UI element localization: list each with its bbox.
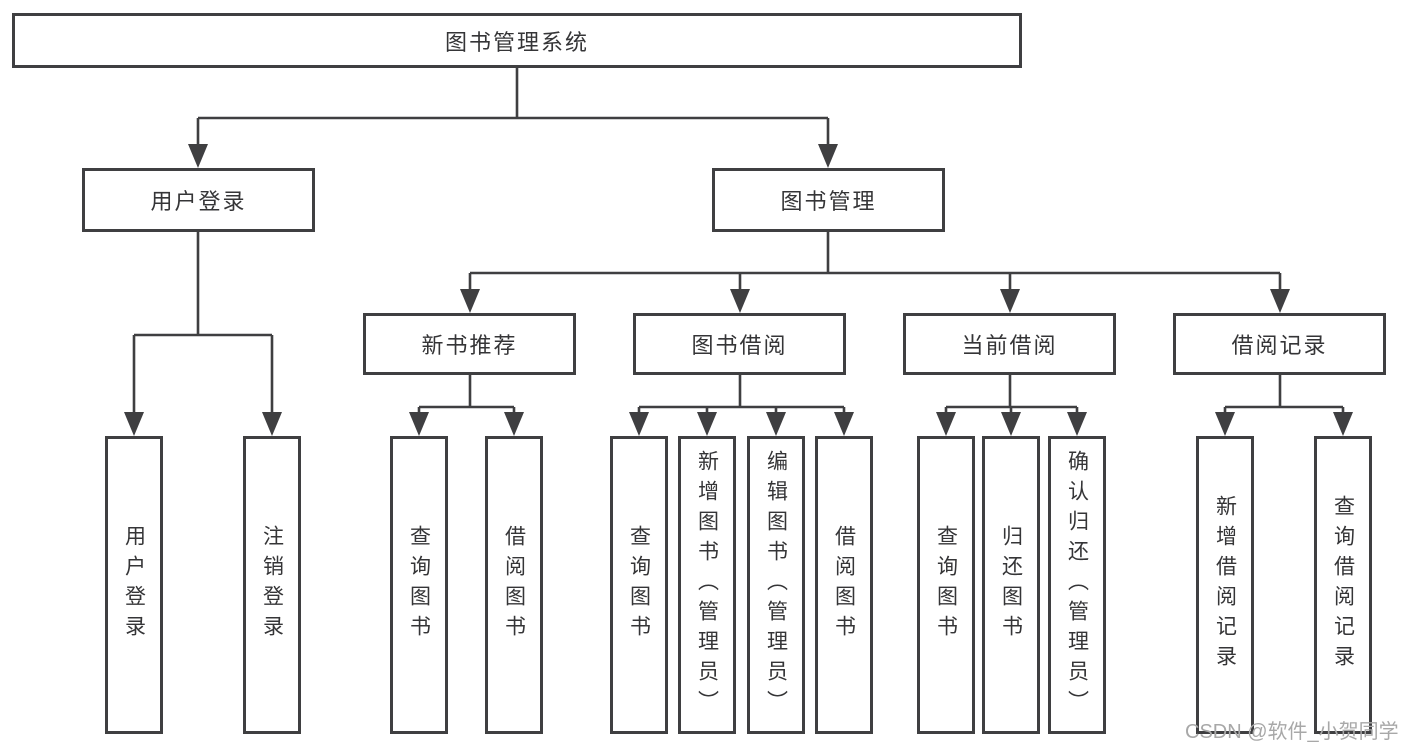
node-library-system: 图书管理系统 [12, 13, 1022, 68]
leaf-label: 查询图书 [934, 525, 958, 645]
leaf-query-books-current: 查询图书 [917, 436, 975, 734]
leaf-logout-login: 注销登录 [243, 436, 301, 734]
leaf-label: 借阅图书 [502, 525, 526, 645]
leaf-query-books-recommend: 查询图书 [390, 436, 448, 734]
leaf-borrow-books-recommend: 借阅图书 [485, 436, 543, 734]
leaf-confirm-return-admin: 确认归还（管理员） [1048, 436, 1106, 734]
edge-current-borrow-children [936, 375, 1087, 436]
leaf-label: 借阅图书 [832, 525, 856, 645]
leaf-label: 编辑图书（管理员） [764, 450, 788, 720]
edge-new-book-recommend-children [409, 375, 524, 436]
leaf-borrow-books: 借阅图书 [815, 436, 873, 734]
edge-borrow-records-children [1215, 375, 1353, 436]
edge-book-management-children [460, 232, 1290, 313]
leaf-edit-books-admin: 编辑图书（管理员） [747, 436, 805, 734]
node-borrow-records: 借阅记录 [1173, 313, 1386, 375]
edge-user-login-children [124, 232, 282, 436]
leaf-label: 确认归还（管理员） [1065, 450, 1089, 720]
node-book-management: 图书管理 [712, 168, 945, 232]
leaf-label: 查询图书 [407, 525, 431, 645]
leaf-query-borrow-record: 查询借阅记录 [1314, 436, 1372, 734]
leaf-label: 用户登录 [122, 525, 146, 645]
leaf-label: 新增借阅记录 [1213, 495, 1237, 675]
node-new-book-recommend: 新书推荐 [363, 313, 576, 375]
leaf-label: 归还图书 [999, 525, 1023, 645]
leaf-query-books-borrow: 查询图书 [610, 436, 668, 734]
csdn-watermark: CSDN @软件_小贺同学 [1185, 721, 1399, 743]
leaf-add-borrow-record: 新增借阅记录 [1196, 436, 1254, 734]
edge-book-borrow-children [629, 375, 854, 436]
leaf-add-books-admin: 新增图书（管理员） [678, 436, 736, 734]
edge-root-to-level2 [188, 68, 838, 168]
leaf-user-login: 用户登录 [105, 436, 163, 734]
leaf-label: 新增图书（管理员） [695, 450, 719, 720]
node-user-login: 用户登录 [82, 168, 315, 232]
leaf-return-books: 归还图书 [982, 436, 1040, 734]
node-current-borrow: 当前借阅 [903, 313, 1116, 375]
leaf-label: 注销登录 [260, 525, 284, 645]
node-book-borrow: 图书借阅 [633, 313, 846, 375]
leaf-label: 查询图书 [627, 525, 651, 645]
leaf-label: 查询借阅记录 [1331, 495, 1355, 675]
